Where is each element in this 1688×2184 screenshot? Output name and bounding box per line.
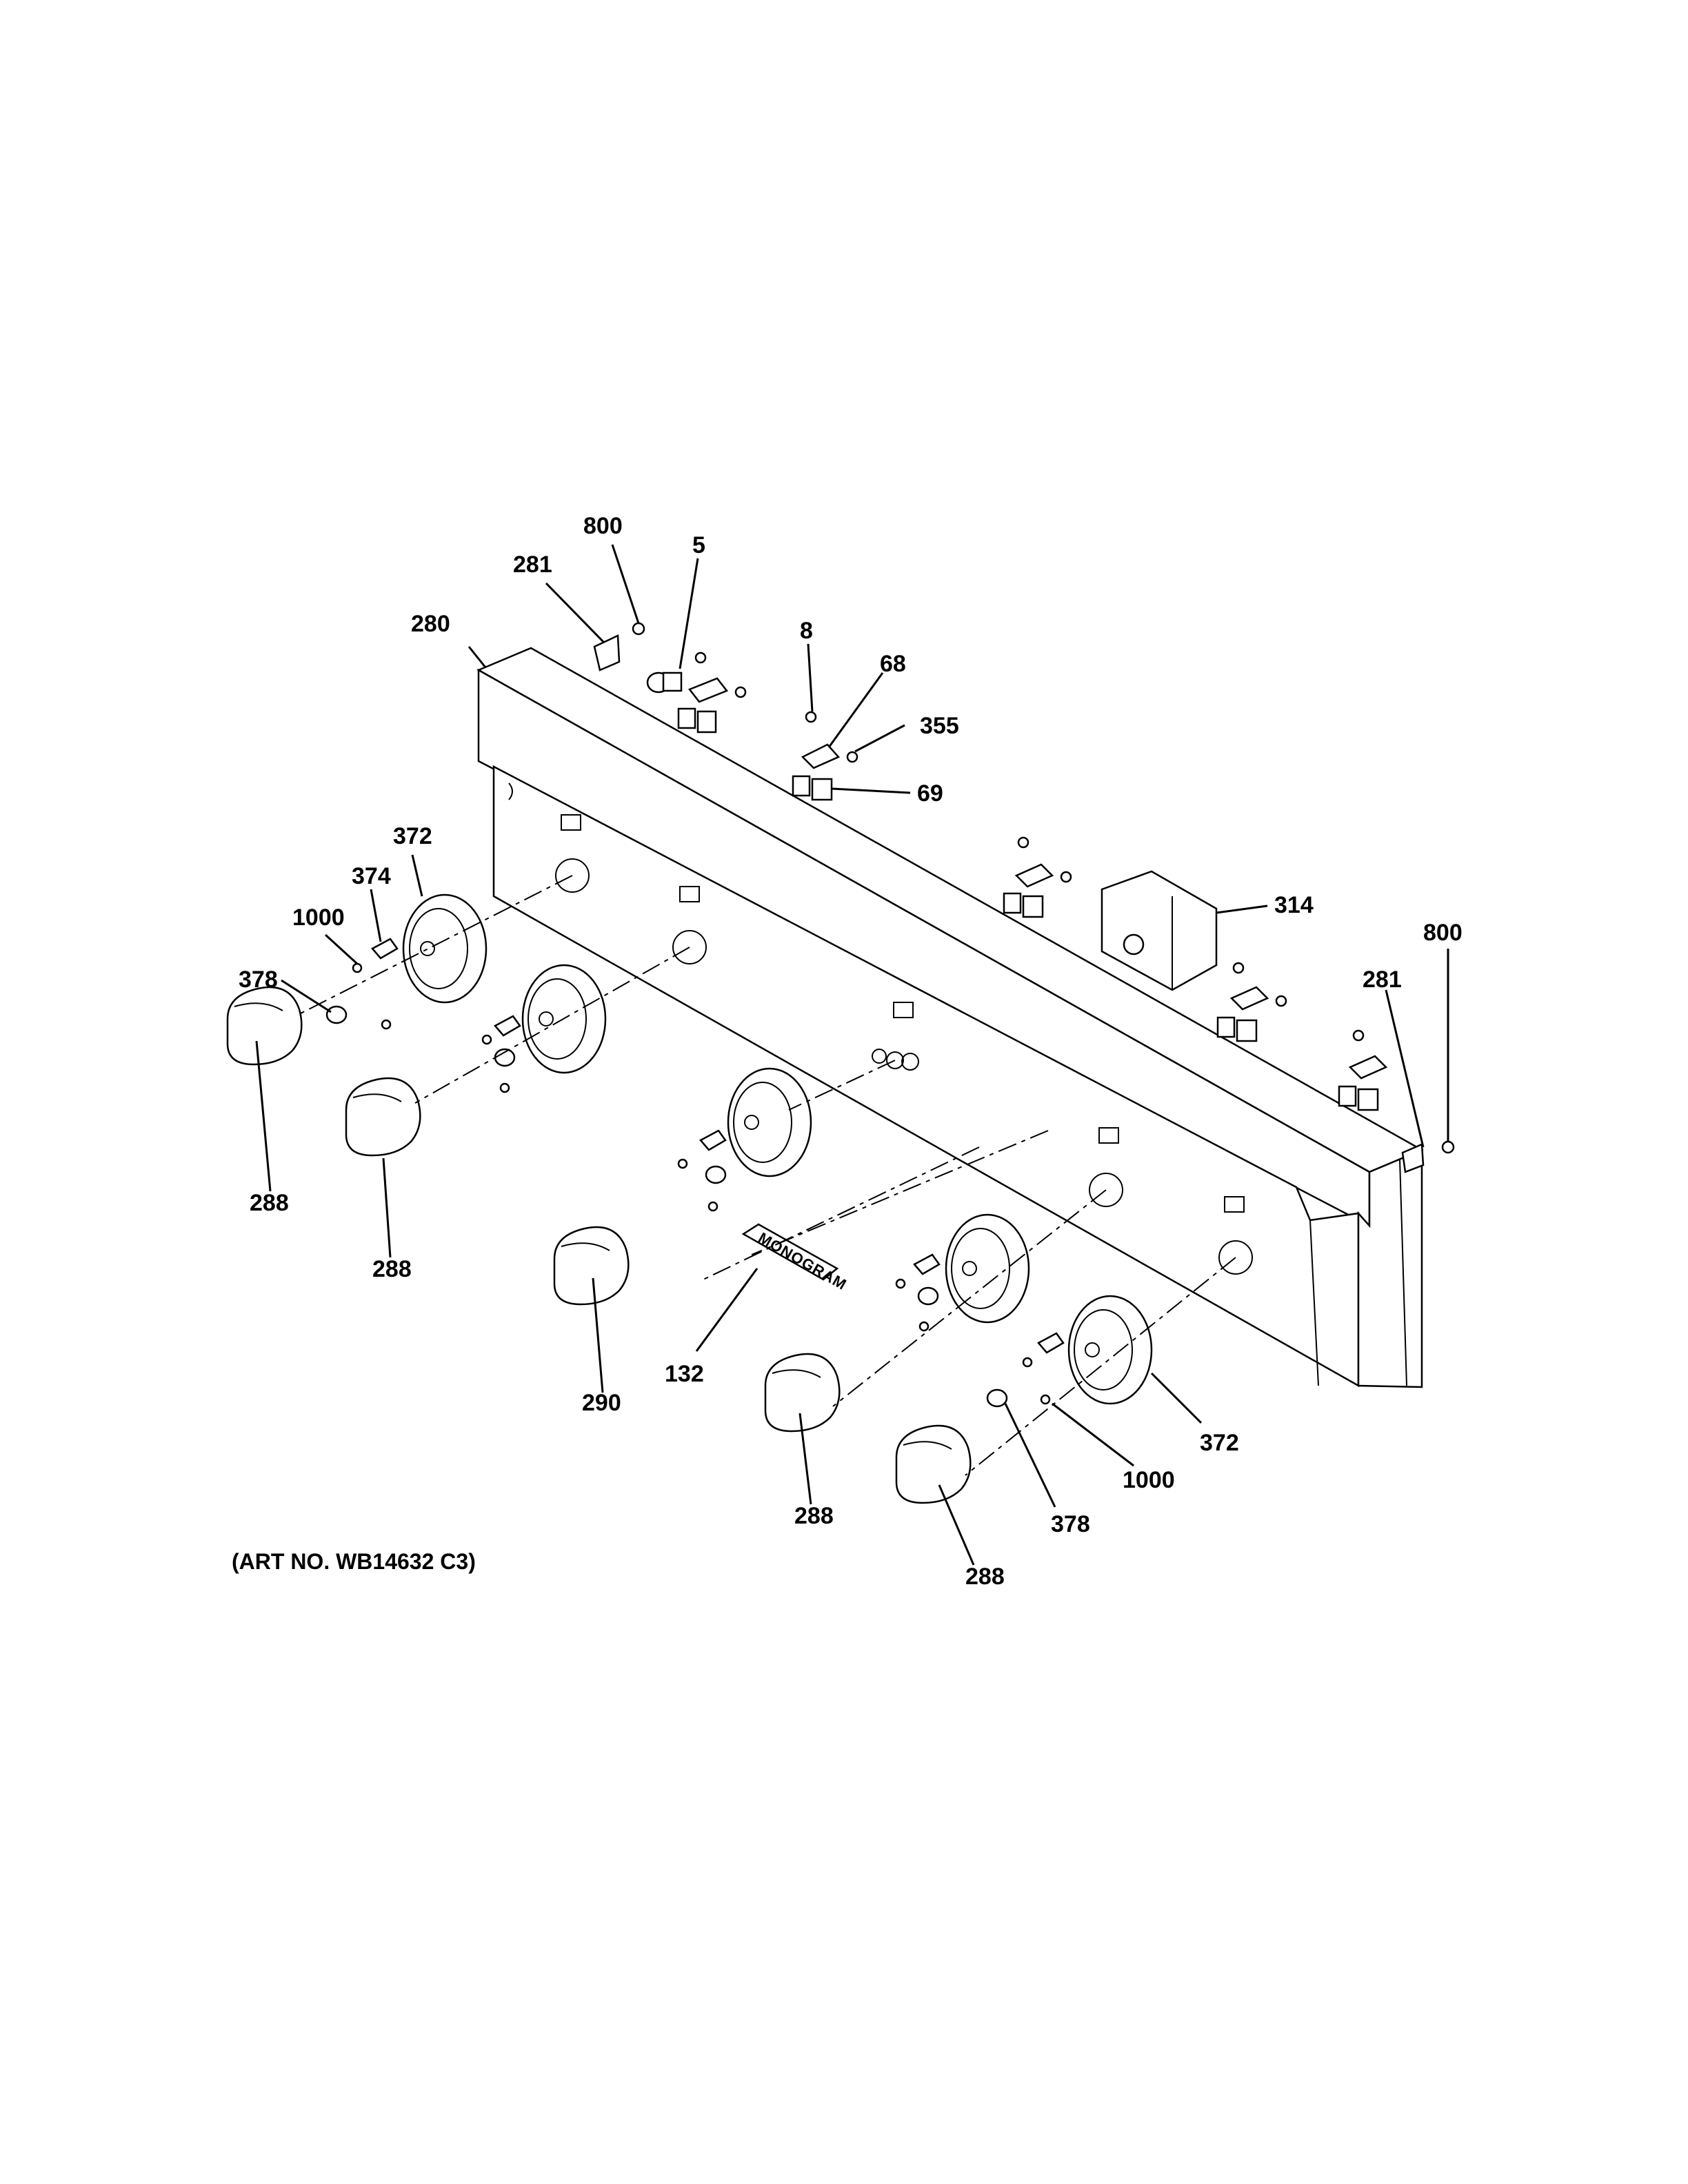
callout-290: 290 bbox=[582, 1390, 621, 1416]
switch-bracket-group-5 bbox=[1338, 1029, 1388, 1111]
callout-280: 280 bbox=[411, 611, 450, 637]
callout-378-left: 378 bbox=[239, 967, 278, 993]
art-number: (ART NO. WB14632 C3) bbox=[232, 1549, 476, 1574]
callout-69: 69 bbox=[917, 780, 943, 807]
callout-5: 5 bbox=[692, 532, 705, 558]
switch-bracket-group-4 bbox=[1216, 962, 1287, 1042]
switch-bracket-group-3 bbox=[1003, 836, 1072, 918]
monogram-badge: MONOGRAM bbox=[741, 1223, 850, 1293]
badge-text: MONOGRAM bbox=[756, 1229, 850, 1293]
callout-1000-left: 1000 bbox=[292, 904, 345, 931]
bezel-4 bbox=[945, 1213, 1030, 1324]
callout-288-d: 288 bbox=[965, 1564, 1005, 1590]
callout-132: 132 bbox=[665, 1361, 704, 1387]
bezel-3 bbox=[727, 1067, 812, 1177]
callout-labels: 800 281 5 280 8 68 355 69 372 374 1000 3… bbox=[239, 513, 1463, 1590]
callout-288-b: 288 bbox=[372, 1256, 412, 1282]
callout-8: 8 bbox=[800, 618, 813, 644]
switch-bracket-group-1 bbox=[677, 677, 747, 734]
switch-5 bbox=[646, 651, 707, 694]
leader-lines bbox=[255, 544, 1449, 1566]
callout-1000-right: 1000 bbox=[1123, 1467, 1175, 1493]
callout-372-right: 372 bbox=[1200, 1430, 1239, 1456]
callout-68: 68 bbox=[880, 651, 906, 677]
knob-2 bbox=[345, 1077, 421, 1157]
knob-hardware bbox=[325, 938, 1065, 1408]
callout-378-right: 378 bbox=[1051, 1511, 1090, 1537]
callout-288-c: 288 bbox=[794, 1503, 834, 1529]
callout-374: 374 bbox=[352, 863, 391, 889]
bracket-281-right bbox=[1401, 1140, 1455, 1173]
callout-800-right: 800 bbox=[1423, 920, 1463, 946]
callout-314: 314 bbox=[1274, 892, 1314, 918]
bezel-5 bbox=[1067, 1295, 1153, 1405]
knob-3 bbox=[553, 1226, 630, 1306]
callout-288-a: 288 bbox=[250, 1190, 289, 1216]
callout-281-right: 281 bbox=[1363, 967, 1402, 993]
bracket-281-top bbox=[593, 622, 645, 671]
knob-1 bbox=[226, 986, 303, 1066]
callout-281-top: 281 bbox=[513, 552, 552, 578]
spark-module-314 bbox=[1101, 870, 1218, 991]
callout-800-top: 800 bbox=[583, 513, 623, 539]
bezel-1 bbox=[402, 893, 488, 1004]
control-panel-body bbox=[476, 647, 1424, 1388]
callout-372-left: 372 bbox=[393, 823, 432, 849]
panel-face-openings bbox=[508, 782, 1253, 1275]
knob-4 bbox=[764, 1353, 841, 1433]
knob-5 bbox=[895, 1424, 972, 1504]
callout-355: 355 bbox=[920, 713, 959, 739]
alignment-lines bbox=[297, 875, 1236, 1476]
switch-bracket-group-2 bbox=[792, 711, 858, 801]
